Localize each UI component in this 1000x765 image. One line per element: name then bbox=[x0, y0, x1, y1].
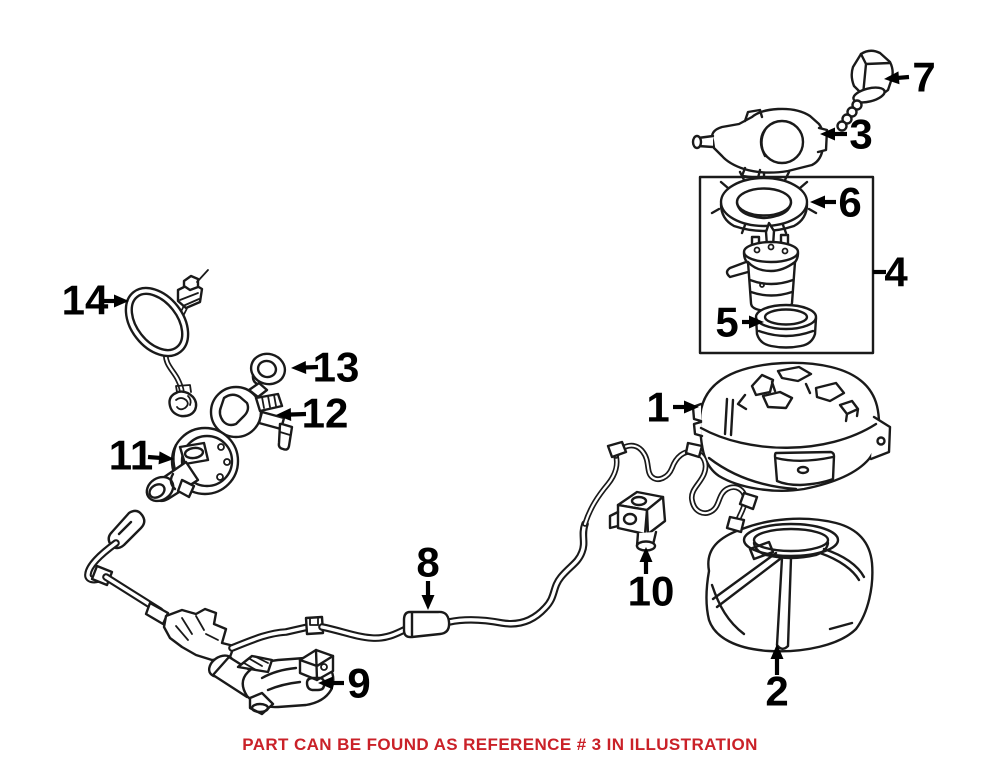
callout-10: 10 bbox=[628, 547, 675, 615]
part-9-drawing bbox=[207, 648, 335, 716]
callout-12-arrow-line bbox=[287, 411, 307, 417]
callout-6-label: 6 bbox=[838, 179, 861, 226]
callout-7-label: 7 bbox=[912, 54, 935, 101]
callout-11: 11 bbox=[109, 432, 174, 479]
callout-1-arrow-head bbox=[684, 400, 699, 414]
callout-7: 7 bbox=[884, 54, 936, 101]
callout-6: 6 bbox=[810, 179, 862, 226]
callout-10-arrow-head bbox=[639, 547, 653, 562]
callout-3: 3 bbox=[820, 111, 873, 158]
callout-3-label: 3 bbox=[849, 111, 872, 158]
part-13-drawing bbox=[249, 352, 287, 387]
part-3-drawing bbox=[691, 107, 829, 180]
part-14-drawing bbox=[124, 269, 209, 418]
part-2-drawing bbox=[705, 517, 874, 653]
callout-12: 12 bbox=[276, 390, 348, 437]
part-12-drawing bbox=[209, 381, 294, 451]
callout-2: 2 bbox=[765, 644, 789, 715]
callout-14-arrow-head bbox=[114, 294, 129, 308]
callout-3-arrow-head bbox=[820, 127, 835, 141]
callout-8-label: 8 bbox=[416, 539, 439, 586]
part-6-drawing bbox=[710, 167, 818, 235]
callout-5-arrow-head bbox=[749, 315, 764, 329]
part-11-drawing bbox=[145, 426, 240, 503]
callout-14: 14 bbox=[62, 277, 129, 324]
callout-11-arrow-head bbox=[158, 451, 174, 465]
part-8-tube-assembly-drawing bbox=[84, 509, 589, 662]
callout-12-label: 12 bbox=[302, 390, 349, 437]
callout-13: 13 bbox=[291, 344, 359, 391]
callout-7-arrow-head bbox=[884, 71, 900, 85]
callout-13-label: 13 bbox=[313, 344, 360, 391]
callout-6-arrow-head bbox=[810, 195, 825, 209]
caption-text: PART CAN BE FOUND AS REFERENCE # 3 IN IL… bbox=[242, 735, 758, 754]
callout-9: 9 bbox=[318, 660, 371, 707]
fuel-pump-module-drawing bbox=[725, 221, 800, 313]
callout-1: 1 bbox=[646, 384, 699, 431]
callout-8: 8 bbox=[416, 539, 440, 610]
callout-1-label: 1 bbox=[646, 384, 669, 431]
callout-10-label: 10 bbox=[628, 568, 675, 615]
callout-12-arrow-head bbox=[276, 408, 292, 421]
callout-2-arrow-head bbox=[770, 644, 784, 659]
callout-11-label: 11 bbox=[109, 432, 153, 479]
callout-9-arrow-head bbox=[318, 676, 333, 690]
callout-14-label: 14 bbox=[62, 277, 109, 324]
part-5-drawing bbox=[754, 303, 818, 349]
callout-4: 4 bbox=[873, 249, 908, 296]
part-10-drawing bbox=[608, 490, 667, 552]
callout-8-arrow-head bbox=[421, 595, 435, 610]
part-1-drawing bbox=[691, 361, 892, 492]
callout-13-arrow-head bbox=[291, 360, 307, 374]
callout-5-label: 5 bbox=[715, 299, 738, 346]
callout-9-label: 9 bbox=[347, 660, 370, 707]
callout-2-label: 2 bbox=[765, 668, 788, 715]
callout-5: 5 bbox=[715, 299, 764, 346]
callout-4-label: 4 bbox=[884, 249, 908, 296]
wiring-harness-drawing bbox=[582, 440, 759, 534]
